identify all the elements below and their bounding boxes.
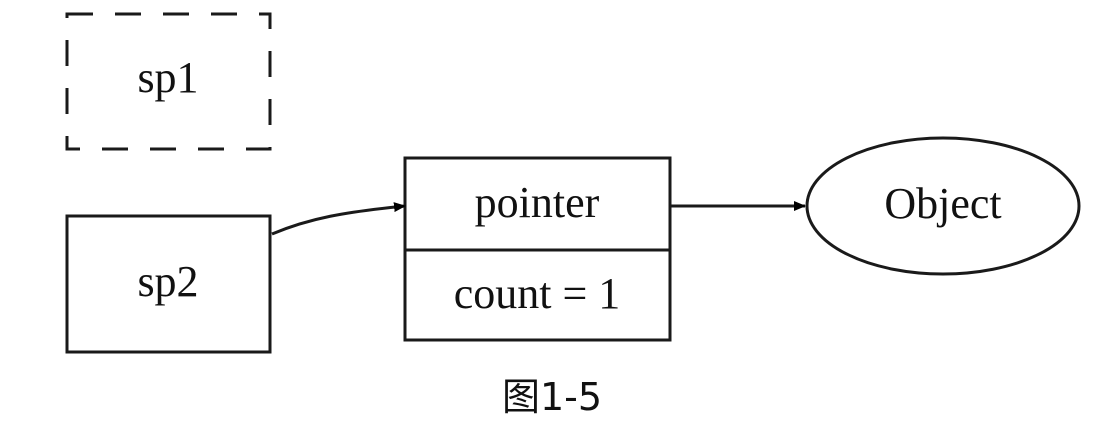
node-sp2: sp2 (65, 214, 272, 354)
control-block-field-pointer: pointer (475, 178, 600, 227)
edge-sp2-to-pointer (271, 202, 406, 236)
node-sp1: sp1 (65, 12, 272, 151)
node-control-block: pointer count = 1 (403, 156, 672, 342)
control-block-field-count: count = 1 (454, 269, 621, 318)
node-object: Object (805, 136, 1081, 276)
node-sp1-box (65, 12, 272, 151)
node-object-ellipse (805, 136, 1081, 276)
node-sp2-label: sp2 (137, 257, 198, 306)
node-sp1-label: sp1 (137, 53, 198, 102)
figure-caption: 图1-5 (501, 375, 603, 419)
node-object-label: Object (884, 179, 1001, 228)
node-sp2-box (65, 214, 272, 354)
